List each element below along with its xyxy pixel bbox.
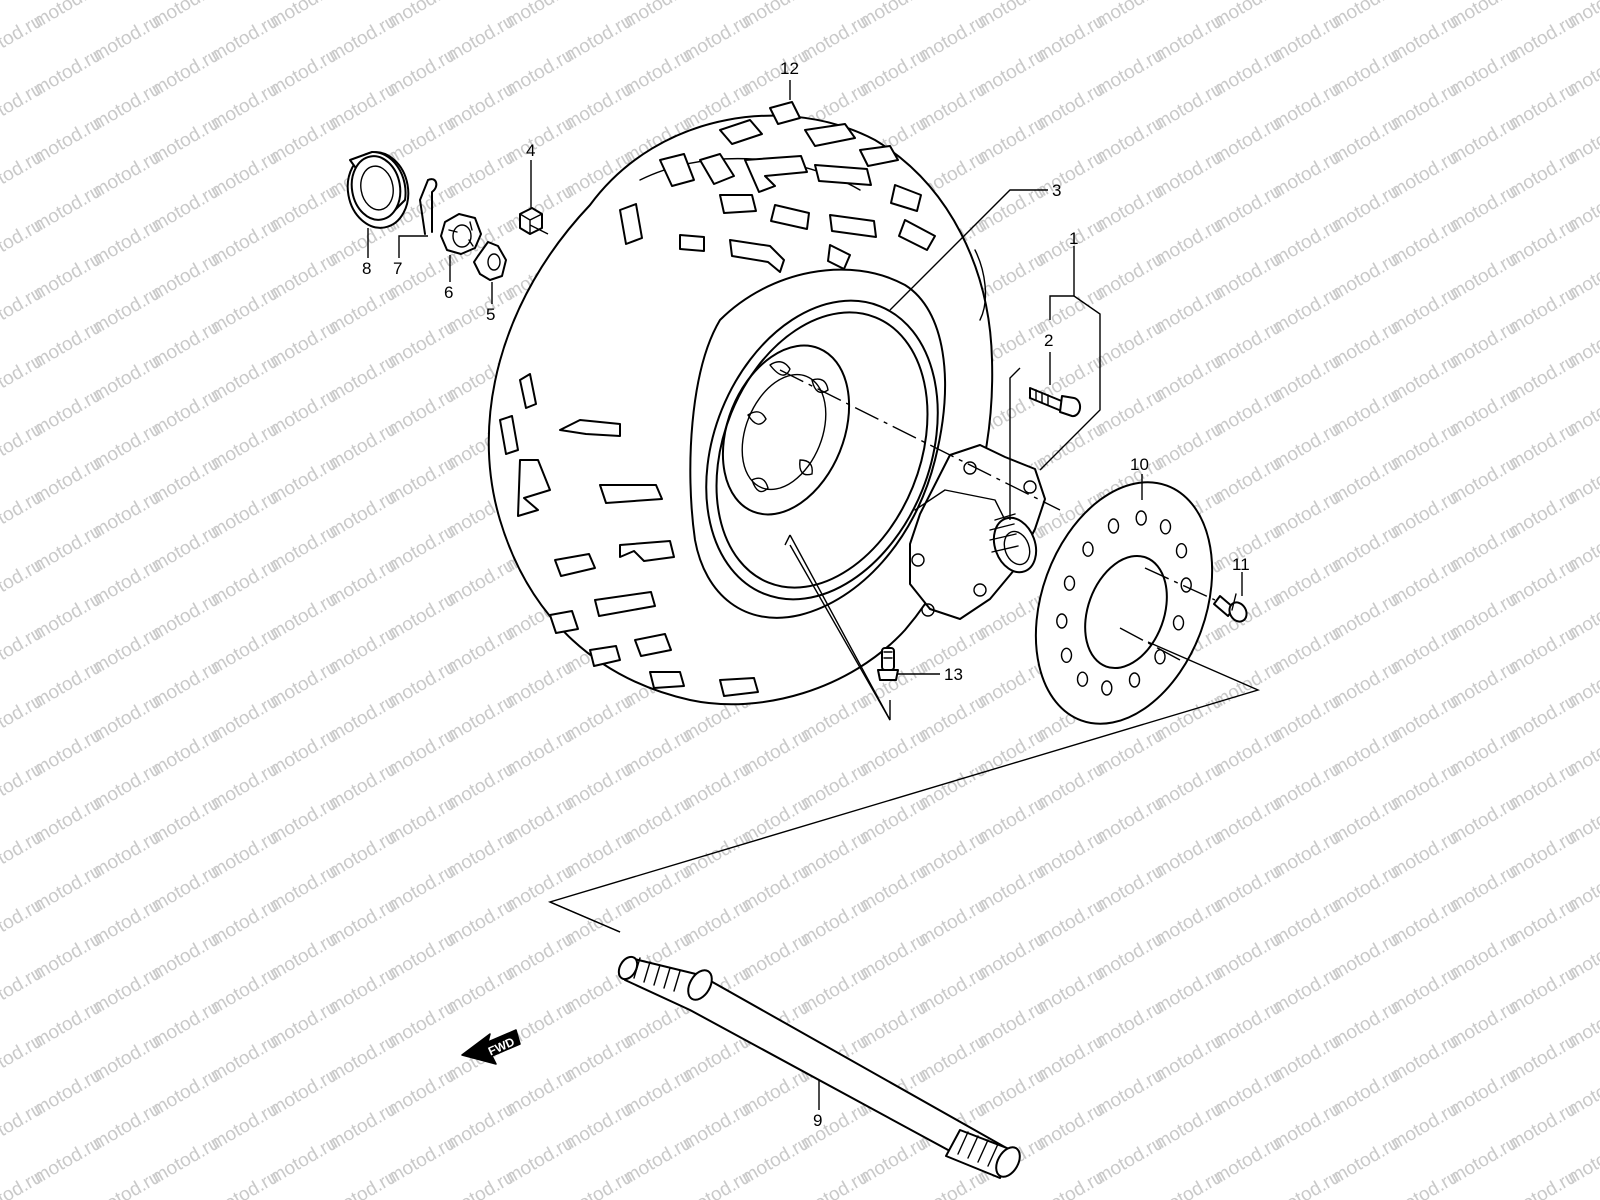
watermark-text: motod.ru: [0, 419, 46, 475]
watermark-text: motod.ru: [0, 1099, 46, 1155]
callout-13: 13: [944, 665, 963, 684]
watermark-text: motod.ru: [0, 487, 46, 543]
watermark-text: motod.ru: [0, 895, 46, 951]
disc-hole: [1159, 519, 1172, 535]
drive-axle: [617, 955, 1021, 1179]
disc-hole: [1101, 680, 1113, 696]
callout-6: 6: [444, 283, 453, 302]
lock-washer: [473, 241, 507, 281]
watermark-text: motod.ru: [1151, 1167, 1226, 1200]
watermark-text: motod.ru: [1387, 1167, 1462, 1200]
disc-hole: [1060, 647, 1073, 663]
watermark-text: motod.ru: [207, 1167, 282, 1200]
tire: [487, 101, 994, 706]
callout-5: 5: [486, 305, 495, 324]
watermark-text: motod.ru: [0, 11, 46, 67]
callout-9: 9: [813, 1111, 822, 1130]
disc-hole: [1076, 671, 1089, 687]
disc-hole: [1082, 541, 1094, 557]
watermark-text: motod.ru: [0, 1031, 46, 1087]
brake-disc: [1034, 481, 1214, 725]
watermark-text: motod.ru: [797, 1167, 872, 1200]
callout-12: 12: [780, 59, 799, 78]
disc-hole: [1135, 510, 1147, 526]
disc-hole: [1180, 577, 1192, 593]
cotter-pin: [419, 178, 438, 235]
watermark-text: motod.ru: [0, 147, 46, 203]
watermark-text: motod.ru: [1269, 1167, 1344, 1200]
watermark-text: motod.ru: [561, 1167, 636, 1200]
disc-hole: [1128, 672, 1141, 688]
callout-11: 11: [1232, 555, 1250, 574]
watermark-text: motod.ru: [679, 1167, 754, 1200]
disc-hole: [1063, 575, 1076, 591]
watermark-text: motod.ru: [0, 691, 46, 747]
callout-3: 3: [1052, 181, 1061, 200]
watermark-text: motod.ru: [0, 623, 46, 679]
tire-valve: [877, 647, 899, 681]
disc-bolt: [1213, 593, 1248, 623]
watermark-text: motod.ru: [1505, 1167, 1580, 1200]
castle-nut: [440, 213, 482, 255]
disc-hole: [1172, 615, 1185, 631]
callout-1: 1: [1069, 229, 1078, 248]
watermark-text: motod.ru: [0, 351, 46, 407]
callout-2: 2: [1044, 331, 1053, 350]
watermark-text: motod.ru: [0, 759, 46, 815]
watermark-text: motod.ru: [325, 1167, 400, 1200]
disc-hole: [1175, 543, 1188, 559]
stud-bolt: [1029, 387, 1082, 418]
watermark-text: motod.ru: [0, 827, 46, 883]
callouts: 12 4 3 1 2 8 7 6 5 10 11 13 9: [362, 59, 1250, 1130]
watermark-text: motod.ru: [0, 963, 46, 1019]
watermark-text: motod.ru: [0, 79, 46, 135]
watermark-text: motod.ru: [1033, 1167, 1108, 1200]
hub-cap: [346, 150, 410, 229]
watermark-text: motod.ru: [443, 1167, 518, 1200]
disc-hole: [1107, 518, 1120, 534]
watermark-text: motod.ru: [89, 1167, 164, 1200]
callout-4: 4: [526, 141, 535, 160]
disc-hole: [1056, 613, 1068, 629]
callout-10: 10: [1130, 455, 1149, 474]
watermark-text: motod.ru: [0, 283, 46, 339]
callout-8: 8: [362, 259, 371, 278]
watermark-text: motod.ru: [0, 555, 46, 611]
callout-7: 7: [393, 259, 402, 278]
watermark-text: motod.ru: [915, 1167, 990, 1200]
watermark-text: motod.ru: [0, 215, 46, 271]
leader-lines: [367, 80, 1261, 1110]
